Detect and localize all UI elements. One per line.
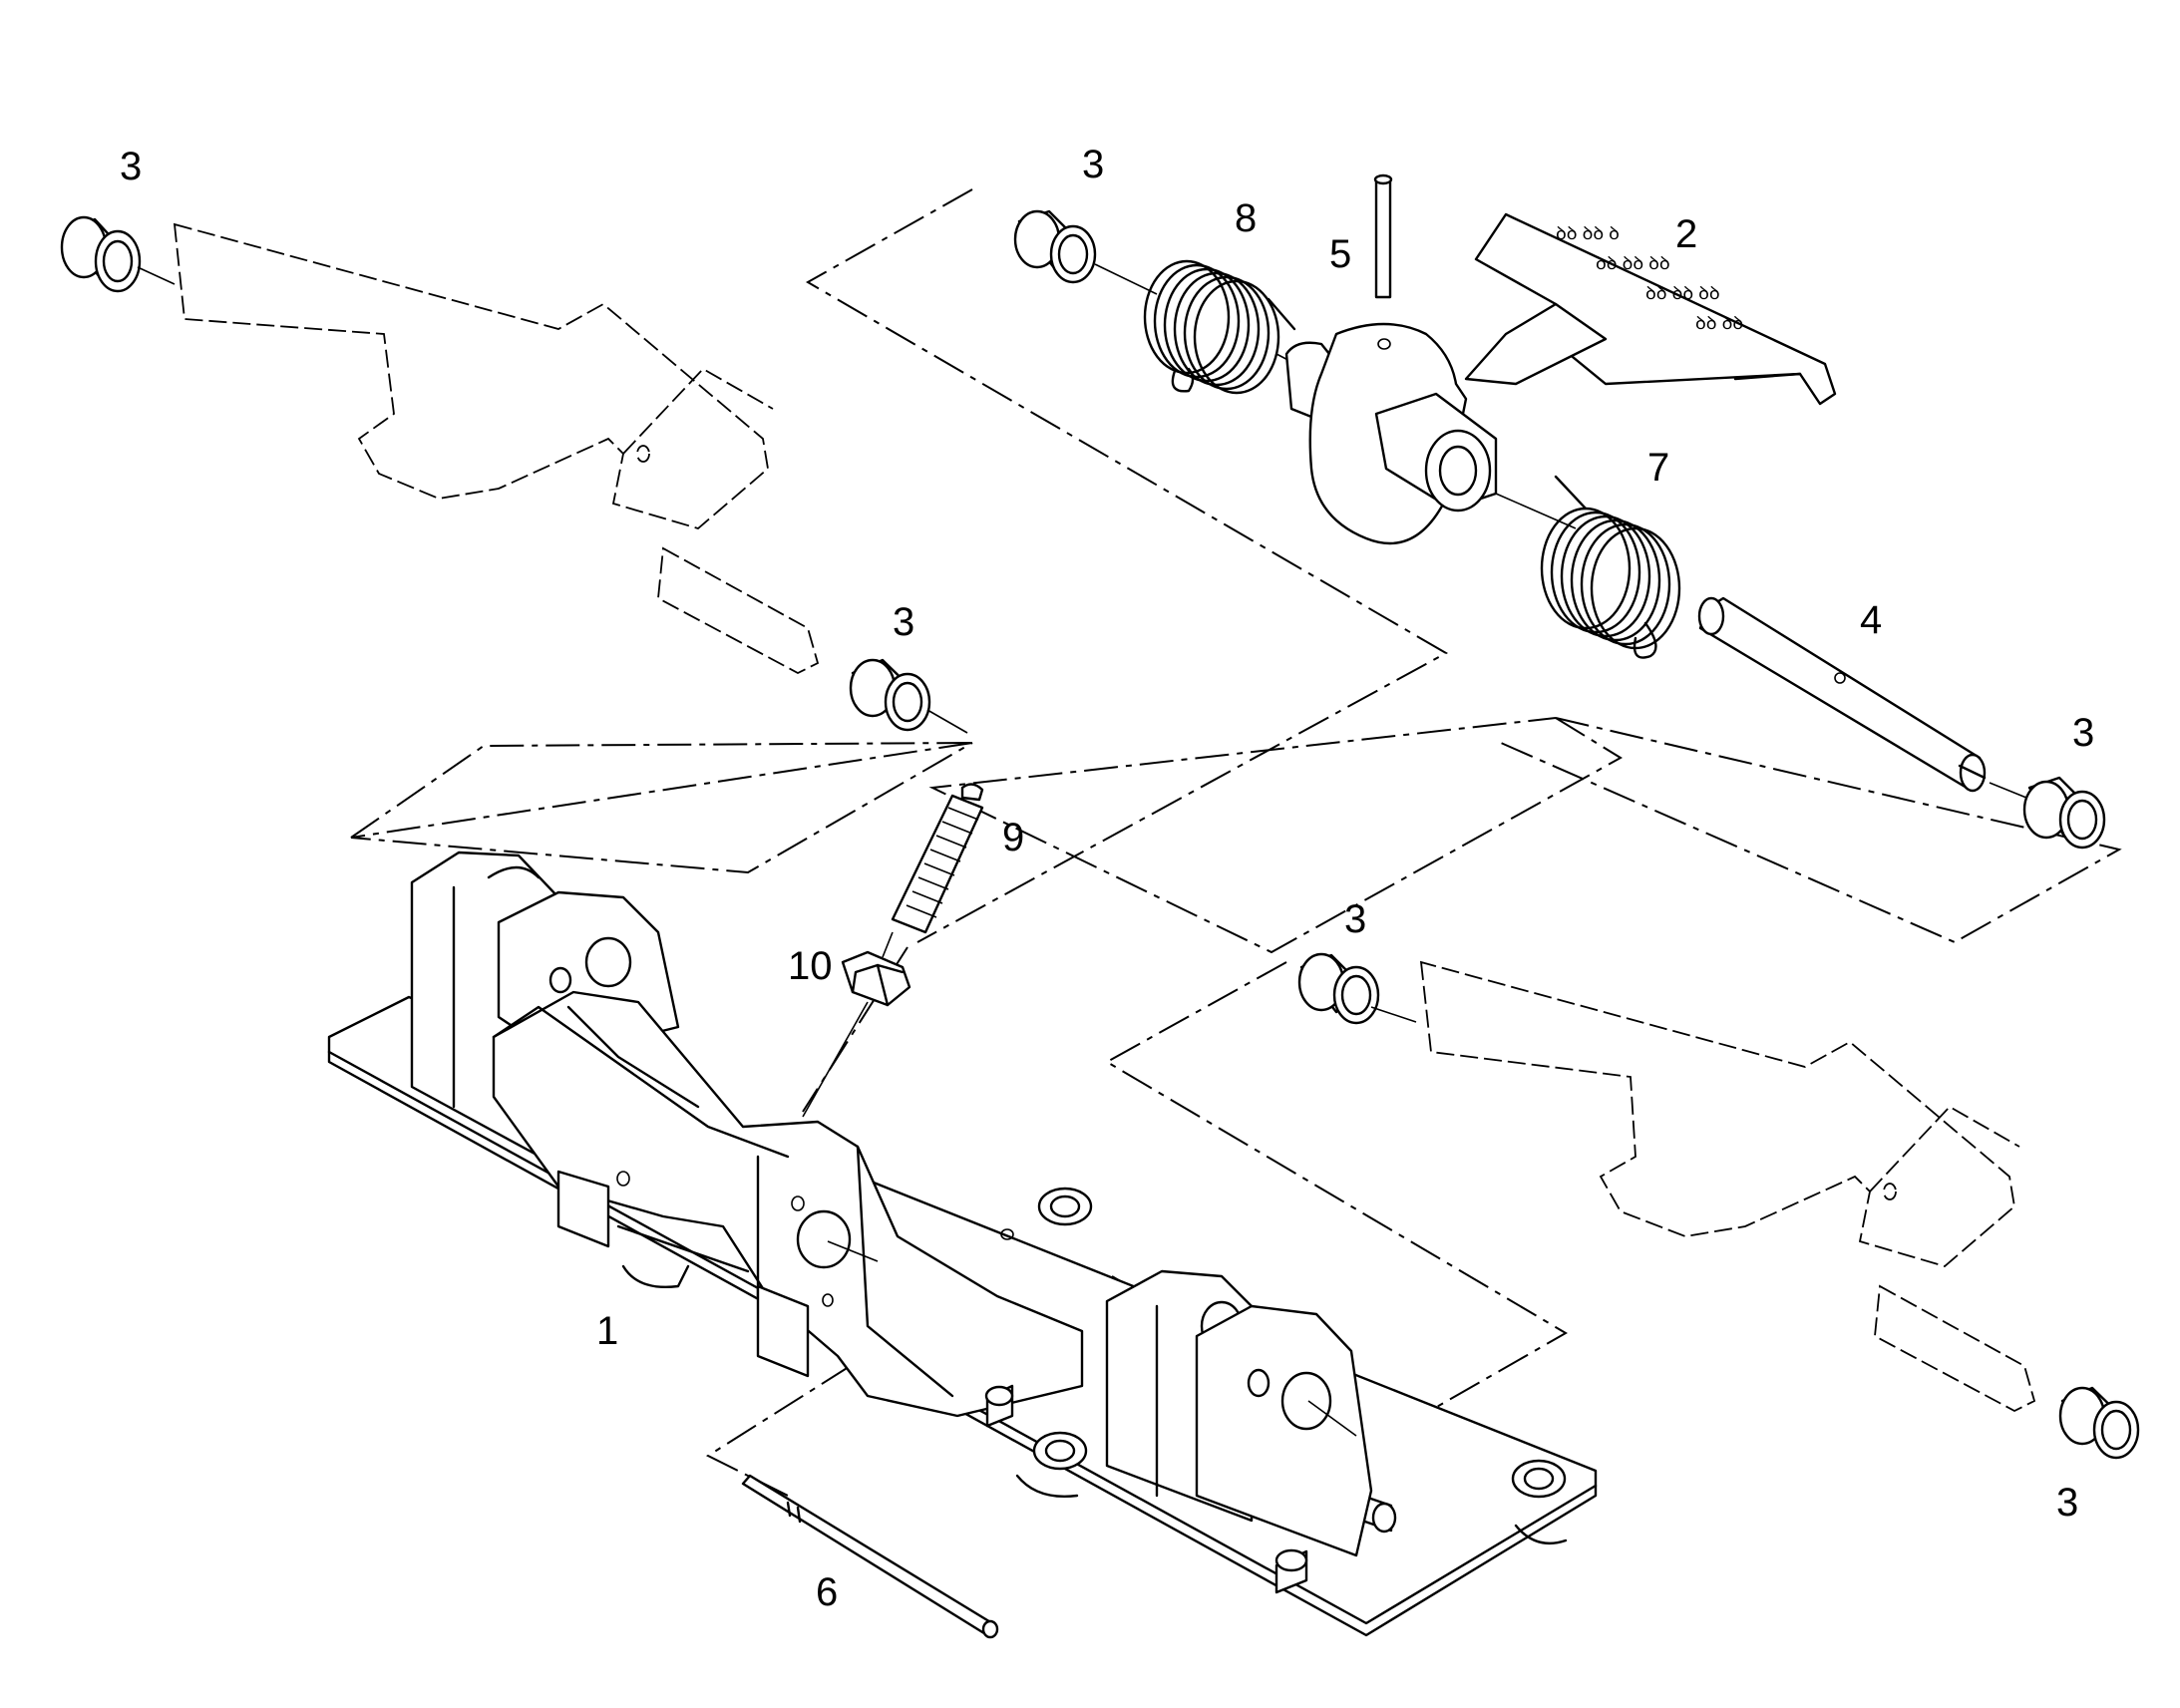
bushing-part-3	[1297, 952, 1380, 1025]
upper-pedal-assembly: ꝺꝺ ꝺꝺ ꝺ ꝺꝺ ꝺꝺ ꝺꝺ ꝺꝺ ꝺꝺ ꝺꝺ ꝺꝺ ꝺꝺ	[1013, 173, 2106, 850]
bushing-part-3	[2022, 776, 2106, 850]
callout-3-right: 3	[2072, 711, 2094, 755]
callout-6: 6	[816, 1570, 838, 1614]
svg-text:ꝺꝺ ꝺꝺ: ꝺꝺ ꝺꝺ	[1695, 313, 1743, 333]
callout-3-top-center: 3	[1082, 143, 1104, 186]
torsion-spring-part-8	[1143, 259, 1296, 395]
callout-labels: 3 3 8 5 2 7 3 4 3 9 10 3 1 3 6	[120, 143, 2094, 1614]
pedal-part-2: ꝺꝺ ꝺꝺ ꝺ ꝺꝺ ꝺꝺ ꝺꝺ ꝺꝺ ꝺꝺ ꝺꝺ ꝺꝺ ꝺꝺ	[1464, 212, 1837, 406]
pin-part-5	[1373, 173, 1393, 299]
callout-3-bottom-right: 3	[2056, 1481, 2078, 1525]
pedal-hub	[1284, 322, 1577, 545]
hex-nut-part-10	[841, 950, 911, 1007]
callout-4: 4	[1860, 598, 1882, 642]
callout-3-top-left: 3	[120, 145, 142, 188]
callout-9: 9	[1002, 816, 1024, 859]
compression-spring-part-9	[891, 783, 984, 934]
callout-5: 5	[1329, 232, 1351, 276]
upper-left-pedal-ghost	[60, 215, 968, 734]
bushing-part-3	[2058, 1386, 2140, 1460]
rod-part-6	[741, 1474, 999, 1639]
base-bracket-part-1	[327, 851, 1598, 1637]
callout-2: 2	[1675, 212, 1697, 256]
svg-text:ꝺꝺ ꝺꝺ ꝺꝺ: ꝺꝺ ꝺꝺ ꝺꝺ	[1645, 283, 1720, 303]
callout-1: 1	[596, 1309, 618, 1353]
bushing-part-3	[60, 215, 142, 293]
bushing-part-3	[1013, 209, 1097, 284]
bushing-part-3	[849, 658, 931, 732]
svg-text:ꝺꝺ ꝺꝺ ꝺ: ꝺꝺ ꝺꝺ ꝺ	[1556, 223, 1620, 243]
shaft-part-4	[1697, 596, 1987, 793]
svg-text:ꝺꝺ ꝺꝺ ꝺꝺ: ꝺꝺ ꝺꝺ ꝺꝺ	[1596, 253, 1670, 273]
lower-right-pedal-ghost	[1297, 952, 2140, 1460]
callout-3-left-middle: 3	[893, 600, 914, 644]
callout-7: 7	[1647, 446, 1669, 490]
torsion-spring-part-7	[1540, 475, 1681, 659]
callout-3-lower-center: 3	[1344, 897, 1366, 941]
callout-10: 10	[788, 944, 833, 988]
callout-8: 8	[1235, 196, 1257, 240]
